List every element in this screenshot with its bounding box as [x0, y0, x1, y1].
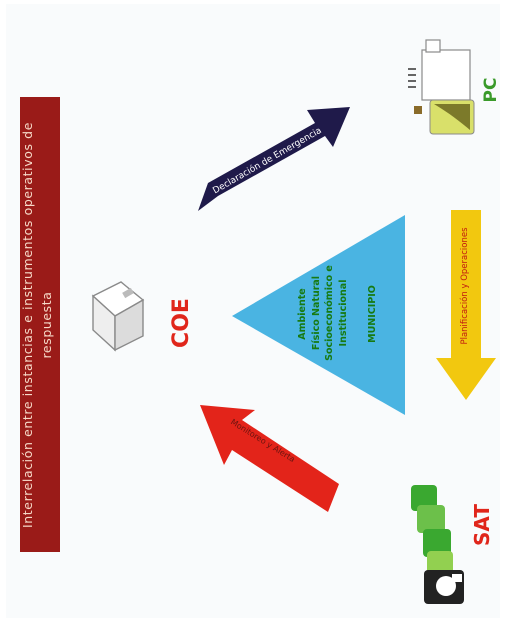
- monitoreo-arrow: [200, 405, 339, 512]
- triangle-line-3: Socioeconómico e: [324, 265, 335, 361]
- municipio-triangle: [232, 215, 405, 415]
- coe-label: COE: [169, 298, 194, 348]
- banner-box: [20, 97, 60, 552]
- stacked-tiles-icon: [411, 485, 453, 575]
- triangle-line-1: Ambiente: [297, 288, 308, 340]
- building-icon: [91, 281, 145, 352]
- banner-title: Interrelación entre instancias e instrum…: [20, 122, 54, 528]
- planificacion-arrow: [436, 210, 496, 400]
- pc-label: PC: [481, 77, 501, 103]
- sat-label: SAT: [470, 504, 494, 546]
- municipio-label: MUNICIPIO: [367, 285, 378, 343]
- planificacion-label: Planificación y Operaciones: [460, 227, 470, 345]
- declaracion-arrow: [198, 107, 350, 211]
- person-icon: [424, 570, 464, 604]
- triangle-line-2: Físico Natural: [311, 275, 322, 351]
- triangle-line-4: Institucional: [338, 279, 349, 347]
- pc-building-icon: [408, 39, 475, 135]
